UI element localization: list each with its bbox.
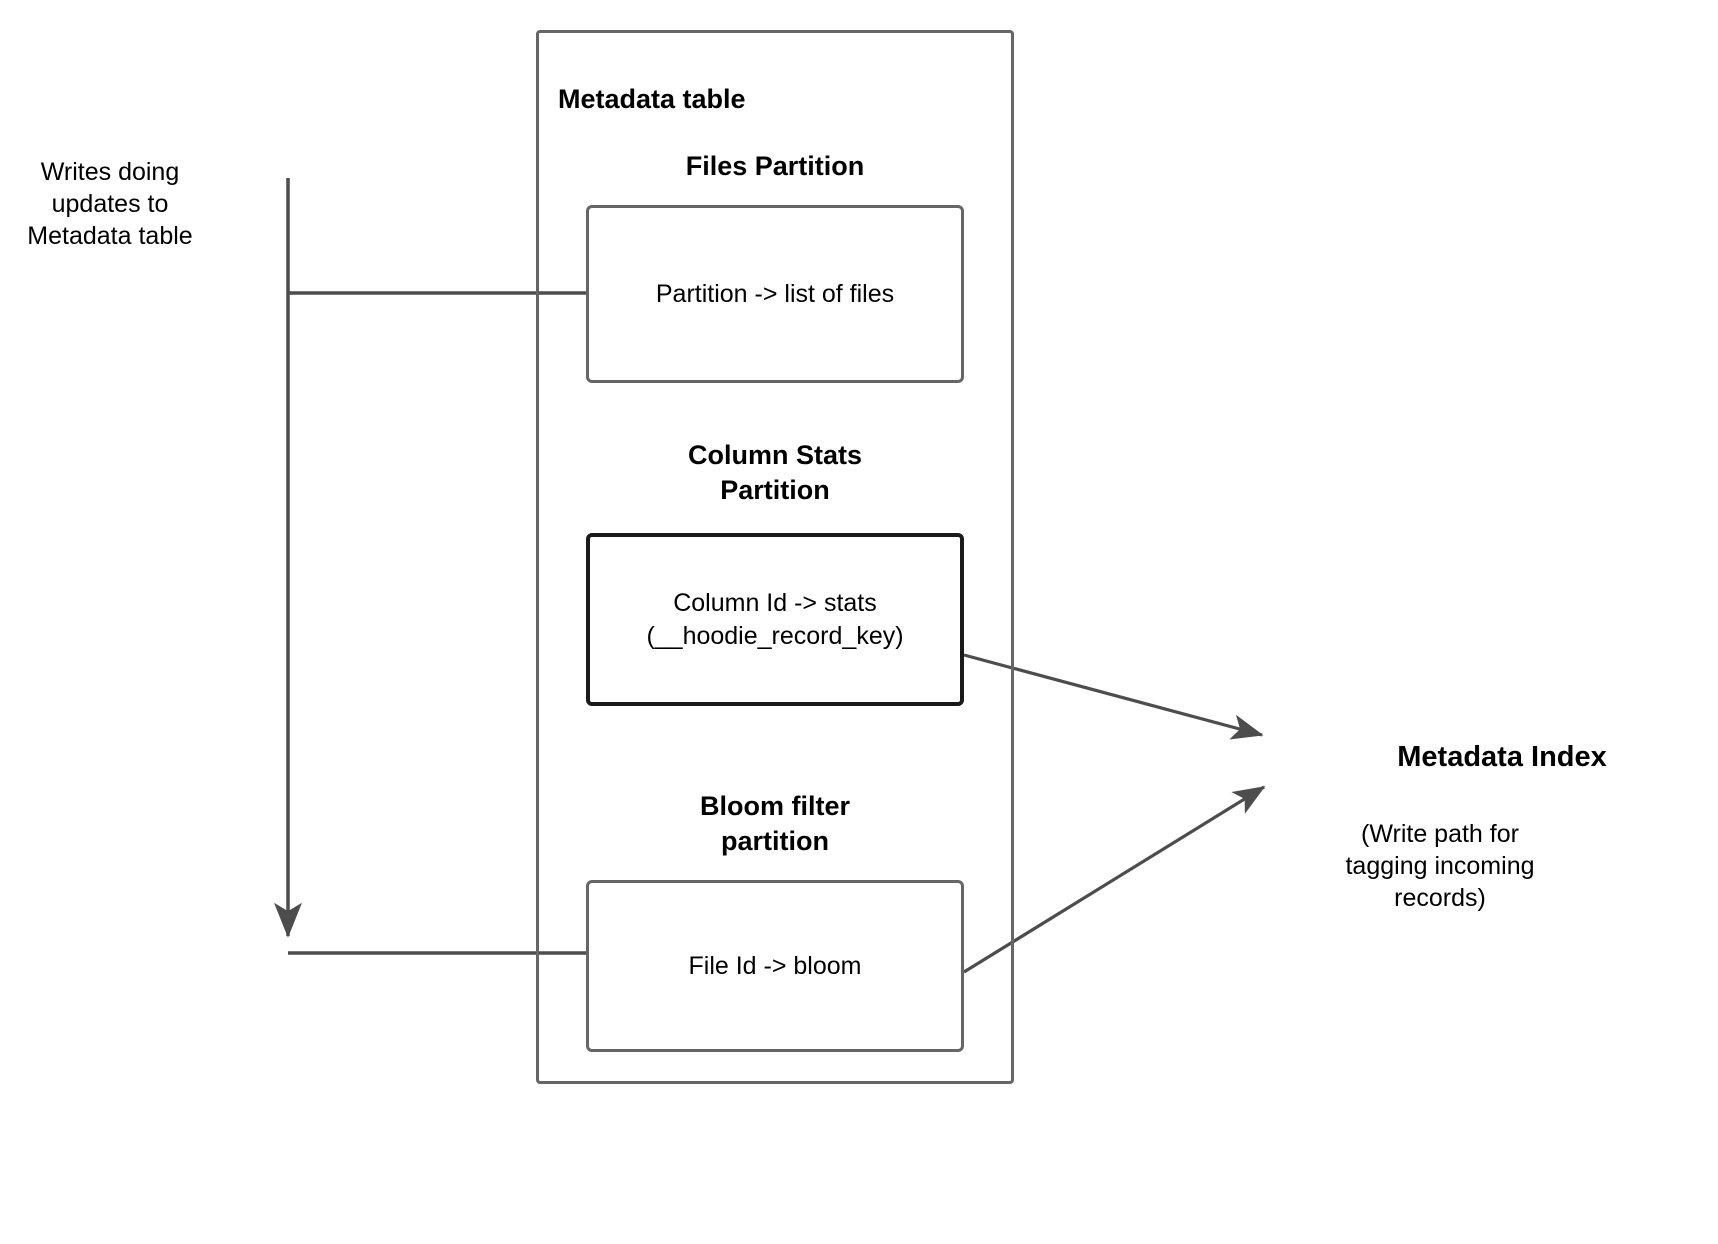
files-partition-box: Partition -> list of files (586, 205, 964, 383)
writes-updates-label: Writes doing updates to Metadata table (27, 158, 193, 250)
metadata-table-title: Metadata table (558, 84, 746, 114)
bloom-filter-partition-box-text: File Id -> bloom (688, 951, 862, 980)
metadata-index-caption: (Write path for tagging incoming records… (1345, 820, 1535, 912)
files-partition-box-text: Partition -> list of files (655, 279, 895, 308)
column-stats-partition-box-text: Column Id -> stats (__hoodie_record_key) (646, 589, 904, 650)
bloom-filter-partition-heading: Bloom filter partition (699, 791, 850, 856)
bloom-filter-partition-box: File Id -> bloom (586, 880, 964, 1052)
column-stats-partition-heading: Column Stats Partition (687, 440, 862, 505)
column-stats-partition-box: Column Id -> stats (__hoodie_record_key) (586, 533, 964, 706)
metadata-table-container (536, 30, 1014, 1084)
metadata-index-title: Metadata Index (1397, 741, 1607, 773)
files-partition-heading: Files Partition (685, 151, 865, 181)
